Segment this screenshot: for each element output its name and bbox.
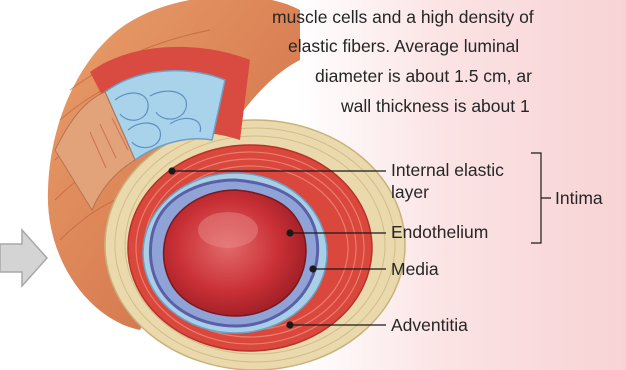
description-line-3: diameter is about 1.5 cm, ar — [315, 68, 532, 86]
label-media: Media — [391, 261, 439, 279]
description-line-1: muscle cells and a high density of — [272, 9, 534, 27]
direction-arrow — [0, 230, 47, 286]
intima-bracket — [531, 153, 551, 243]
label-intima: Intima — [555, 190, 603, 208]
description-line-4: wall thickness is about 1 — [341, 98, 530, 116]
description-line-2: elastic fibers. Average luminal — [288, 38, 519, 56]
label-endothelium: Endothelium — [391, 224, 488, 242]
lumen — [164, 190, 306, 316]
label-adventitia: Adventitia — [391, 317, 468, 335]
label-internal-elastic-2: layer — [391, 184, 429, 202]
label-internal-elastic-1: Internal elastic — [391, 162, 504, 180]
